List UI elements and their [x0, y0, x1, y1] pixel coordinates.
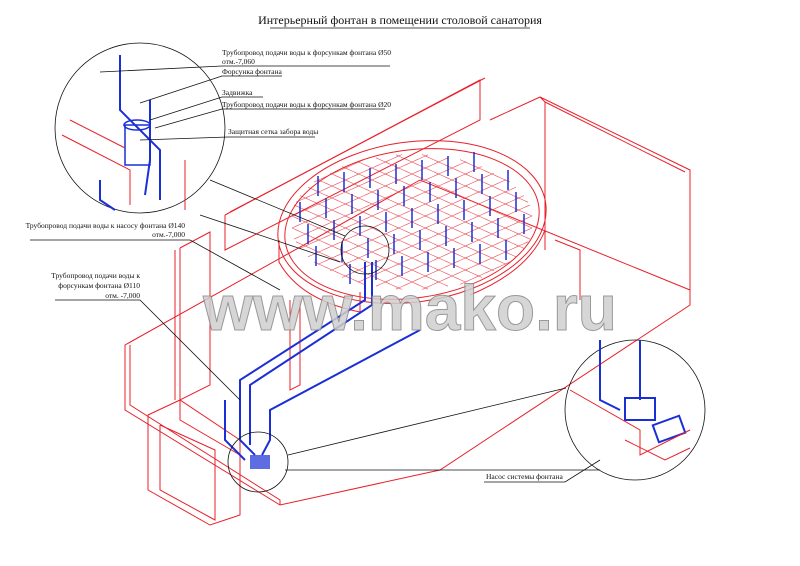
- grid-line: [421, 241, 529, 290]
- intake-screen-icon: [124, 124, 151, 166]
- label-valve: Задвижка: [222, 88, 253, 97]
- grid-line: [395, 227, 533, 290]
- pipe-network: [224, 262, 421, 469]
- grid-line: [375, 157, 533, 229]
- grid-line: [307, 172, 495, 258]
- grid-line: [459, 159, 511, 183]
- label-pipe-d110-elev: отм. -7,000: [105, 291, 140, 300]
- label-nozzle: Форсунка фонтана: [222, 67, 282, 76]
- grid-line: [313, 159, 365, 183]
- grid-line: [293, 204, 467, 283]
- pump-small: [250, 455, 270, 469]
- grid-line: [357, 204, 531, 283]
- grid-line: [357, 161, 531, 240]
- grid-line: [313, 261, 365, 285]
- grid-line: [299, 166, 483, 249]
- annotations: Трубопровод подачи воды к форсункам фонт…: [26, 48, 601, 483]
- label-intake-screen: Защитная сетка забора воды: [228, 127, 318, 136]
- grid-line: [291, 227, 429, 290]
- detail-callout-intake: [54, 42, 226, 214]
- label-pipe-d140: Трубопровод подачи воды к насосу фонтана…: [26, 221, 186, 230]
- grid-line: [459, 261, 511, 285]
- grid-line: [295, 154, 403, 203]
- detail-marker-intake: [340, 225, 390, 275]
- grid-line: [421, 154, 529, 203]
- grid-line: [395, 154, 533, 217]
- drawing-title: Интерьерный фонтан в помещении столовой …: [258, 13, 542, 27]
- label-pipe-d50: Трубопровод подачи воды к форсункам фонт…: [222, 48, 391, 57]
- grid-line: [329, 172, 517, 258]
- label-pipe-d110-line2: форсункам фонтана Ø110: [58, 281, 140, 290]
- grid-line: [291, 154, 429, 217]
- grid-line: [329, 186, 517, 272]
- detail-callout-pump: [564, 339, 706, 481]
- label-pipe-d20: Трубопровод подачи воды к форсункам фонт…: [222, 100, 391, 109]
- pump-detail: [569, 340, 691, 461]
- intake-detail: [61, 55, 186, 211]
- label-pipe-d110-line1: Трубопровод подачи воды к: [51, 271, 140, 280]
- grid-line: [295, 241, 403, 290]
- grid-line: [291, 215, 449, 287]
- label-pipe-d140-elev: отм.-7,000: [152, 230, 185, 239]
- grid-line: [293, 161, 467, 240]
- label-pipe-d50-elev: отм.-7,060: [222, 57, 255, 66]
- grid-line: [341, 166, 525, 249]
- label-pump: Насос системы фонтана: [486, 472, 563, 481]
- watermark: www.mako.ru: [202, 272, 617, 344]
- grid-line: [307, 186, 495, 272]
- detail-marker-pump: [227, 431, 289, 493]
